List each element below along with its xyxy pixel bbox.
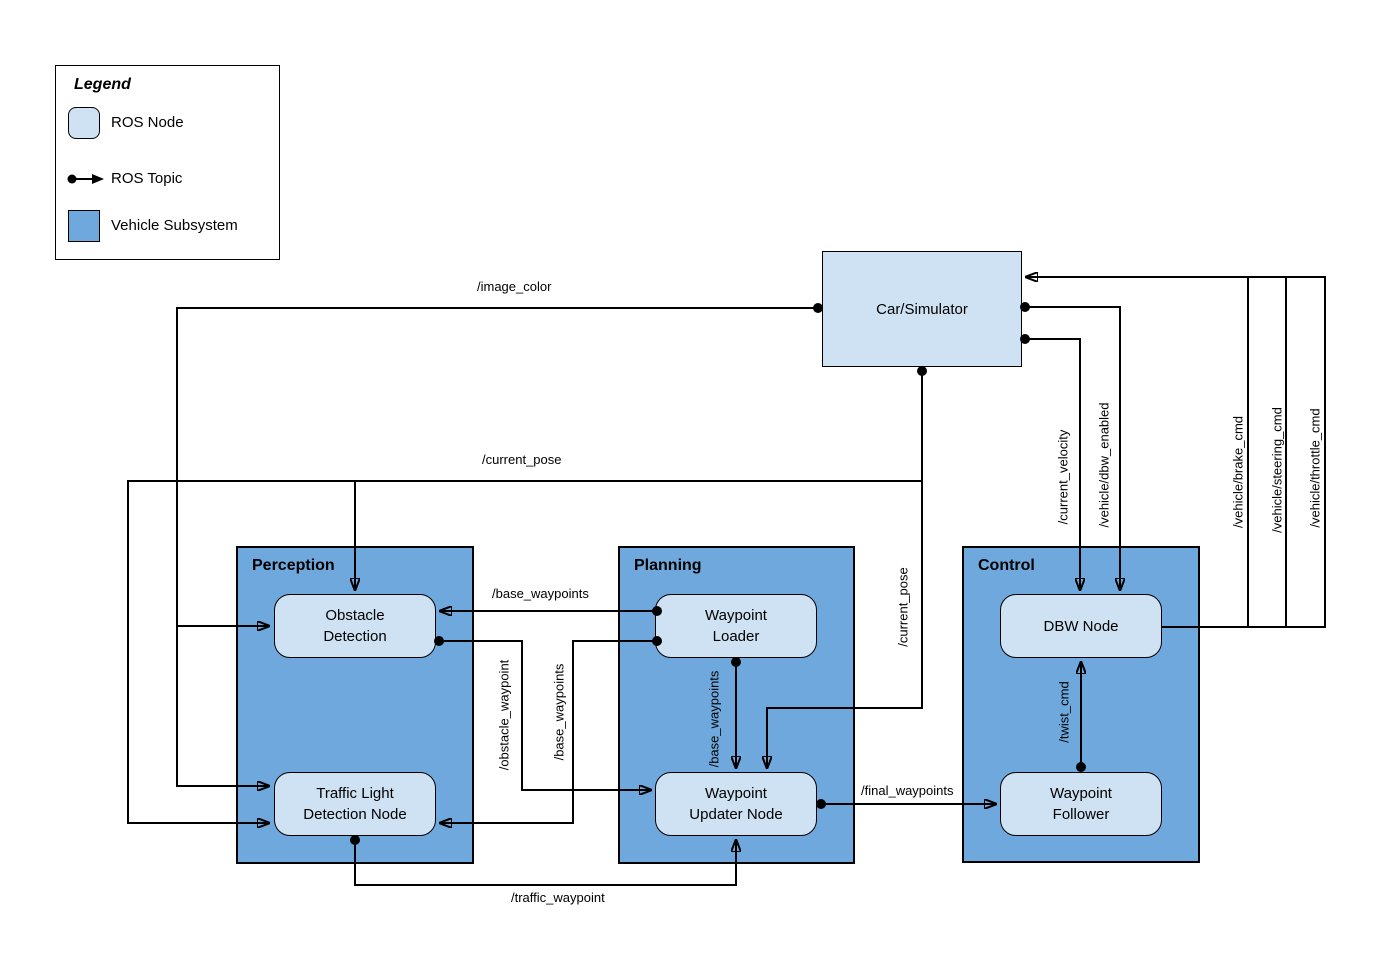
- topic-source-dot: [917, 366, 927, 376]
- ros-topic-arrow-icon: [67, 174, 104, 184]
- topic-label-base-waypoints-vertical: /base_waypoints: [706, 670, 722, 768]
- node-label-line: Follower: [1052, 806, 1110, 823]
- node-label-line: Traffic Light: [316, 785, 394, 802]
- topic-label-current-velocity: /current_velocity: [1055, 429, 1071, 525]
- topic-label-traffic-waypoint: /traffic_waypoint: [511, 890, 605, 905]
- node-label-line: Detection Node: [303, 806, 407, 823]
- subsystem-title-control: Control: [978, 557, 1035, 574]
- node-waypoint-follower: Waypoint Follower: [1000, 772, 1162, 836]
- node-dbw: DBW Node: [1000, 594, 1162, 658]
- topic-label-current-pose: /current_pose: [482, 452, 562, 467]
- topic-label-image-color: /image_color: [477, 279, 552, 294]
- topic-label-twist-cmd: /twist_cmd: [1056, 681, 1072, 743]
- legend-label-ros-node: ROS Node: [111, 114, 184, 131]
- topic-label-base-waypoints: /base_waypoints: [492, 586, 589, 601]
- node-label-line: Waypoint: [1050, 785, 1112, 802]
- node-label-line: Car/Simulator: [876, 300, 968, 318]
- legend-title: Legend: [74, 76, 131, 93]
- node-label-line: Waypoint: [705, 607, 767, 624]
- node-label-line: Waypoint: [705, 785, 767, 802]
- node-label-line: Obstacle: [325, 607, 385, 624]
- topic-label-brake-cmd: /vehicle/brake_cmd: [1230, 416, 1246, 528]
- topic-label-steering-cmd: /vehicle/steering_cmd: [1269, 407, 1285, 533]
- vehicle-subsystem-swatch-icon: [68, 210, 100, 242]
- subsystem-title-planning: Planning: [634, 557, 702, 574]
- topic-label-base-waypoints-vertical: /base_waypoints: [551, 663, 567, 761]
- node-label-line: Loader: [712, 628, 760, 645]
- ros-node-swatch-icon: [68, 107, 100, 139]
- node-car-simulator: Car/Simulator: [822, 251, 1022, 367]
- node-label-line: DBW Node: [1043, 617, 1119, 635]
- topic-label-throttle-cmd: /vehicle/throttle_cmd: [1307, 408, 1323, 528]
- legend-label-ros-topic: ROS Topic: [111, 170, 183, 187]
- node-label-line: Detection: [323, 628, 387, 645]
- legend-label-vehicle-subsystem: Vehicle Subsystem: [111, 217, 238, 234]
- topic-label-obstacle-waypoint: /obstacle_waypoint: [496, 659, 512, 771]
- node-obstacle-detection: Obstacle Detection: [274, 594, 436, 658]
- legend: Legend ROS Node ROS Topic Vehicle Subsys…: [55, 65, 280, 260]
- node-waypoint-updater: Waypoint Updater Node: [655, 772, 817, 836]
- node-label-line: Updater Node: [689, 806, 783, 823]
- topic-label-final-waypoints: /final_waypoints: [861, 783, 954, 798]
- topic-label-dbw-enabled: /vehicle/dbw_enabled: [1096, 402, 1112, 528]
- node-waypoint-loader: Waypoint Loader: [655, 594, 817, 658]
- node-traffic-light-detection: Traffic Light Detection Node: [274, 772, 436, 836]
- subsystem-title-perception: Perception: [252, 557, 335, 574]
- topic-label-current-pose-vertical: /current_pose: [895, 567, 911, 647]
